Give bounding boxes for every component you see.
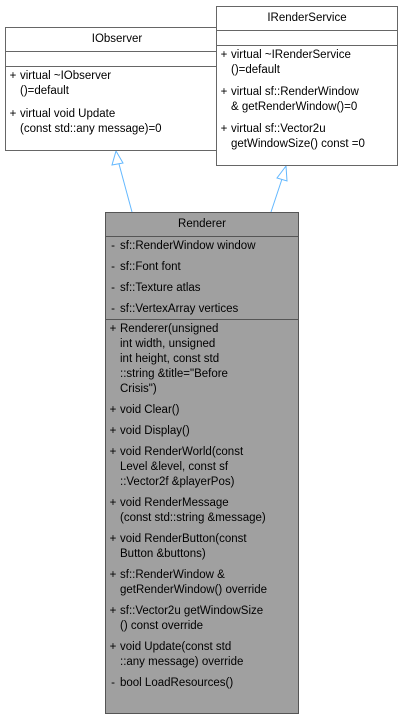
edge-renderer-to-iobserver bbox=[111, 149, 133, 213]
member-text: void Display() bbox=[120, 425, 190, 437]
methods-section: +Renderer(unsigned int width, unsigned i… bbox=[106, 320, 298, 691]
class-name: IRenderService bbox=[217, 7, 397, 31]
member-visibility: + bbox=[220, 123, 228, 135]
member-text: virtual ~IObserver ()=default bbox=[20, 70, 112, 97]
attributes-section bbox=[6, 52, 228, 67]
member-visibility: + bbox=[109, 323, 117, 335]
member-visibility: + bbox=[220, 86, 228, 98]
class-member: +virtual void Update (const std::any mes… bbox=[6, 107, 228, 137]
member-text: virtual sf::RenderWindow & getRenderWind… bbox=[231, 86, 359, 113]
member-text: sf::Texture atlas bbox=[120, 282, 201, 294]
member-visibility: - bbox=[111, 677, 115, 689]
member-visibility: - bbox=[111, 261, 115, 273]
member-text: virtual void Update (const std::any mess… bbox=[20, 108, 162, 135]
member-text: void RenderWorld(const Level &level, con… bbox=[120, 446, 244, 488]
class-member: -sf::RenderWindow window bbox=[106, 239, 298, 254]
class-box-iobserver[interactable]: IObserver +virtual ~IObserver ()=default… bbox=[5, 27, 229, 151]
class-member: +sf::RenderWindow & getRenderWindow() ov… bbox=[106, 568, 298, 598]
edge-renderer-to-irenderservice bbox=[270, 164, 288, 213]
member-text: virtual sf::Vector2u getWindowSize() con… bbox=[231, 123, 365, 150]
methods-section: +virtual ~IObserver ()=default+virtual v… bbox=[6, 67, 228, 137]
class-member: -sf::Font font bbox=[106, 260, 298, 275]
class-name: IObserver bbox=[6, 28, 228, 52]
member-visibility: + bbox=[109, 404, 117, 416]
member-text: void RenderMessage (const std::string &m… bbox=[120, 497, 266, 524]
class-member: +virtual sf::Vector2u getWindowSize() co… bbox=[217, 122, 397, 152]
member-visibility: + bbox=[109, 425, 117, 437]
class-member: -sf::Texture atlas bbox=[106, 281, 298, 296]
member-visibility: - bbox=[111, 240, 115, 252]
member-visibility: - bbox=[111, 282, 115, 294]
class-name: Renderer bbox=[106, 213, 298, 237]
class-box-irenderservice[interactable]: IRenderService +virtual ~IRenderService … bbox=[216, 6, 398, 166]
member-visibility: + bbox=[109, 497, 117, 509]
member-text: virtual ~IRenderService ()=default bbox=[231, 49, 351, 76]
class-member: +void Clear() bbox=[106, 403, 298, 418]
class-member: +Renderer(unsigned int width, unsigned i… bbox=[106, 322, 298, 397]
member-visibility: + bbox=[109, 641, 117, 653]
member-text: sf::RenderWindow & getRenderWindow() ove… bbox=[120, 569, 268, 596]
member-visibility: - bbox=[111, 303, 115, 315]
class-member: +sf::Vector2u getWindowSize () const ove… bbox=[106, 604, 298, 634]
class-member: -bool LoadResources() bbox=[106, 676, 298, 691]
member-visibility: + bbox=[109, 533, 117, 545]
member-text: void Update(const std ::any message) ove… bbox=[120, 641, 244, 668]
methods-section: +virtual ~IRenderService ()=default+virt… bbox=[217, 46, 397, 152]
member-text: void Clear() bbox=[120, 404, 180, 416]
class-member: +virtual sf::RenderWindow & getRenderWin… bbox=[217, 85, 397, 115]
member-visibility: + bbox=[109, 605, 117, 617]
class-box-renderer[interactable]: Renderer -sf::RenderWindow window-sf::Fo… bbox=[105, 212, 299, 714]
member-text: bool LoadResources() bbox=[120, 677, 234, 689]
member-visibility: + bbox=[109, 569, 117, 581]
member-text: sf::RenderWindow window bbox=[120, 240, 256, 252]
class-member: -sf::VertexArray vertices bbox=[106, 302, 298, 317]
class-member: +void Update(const std ::any message) ov… bbox=[106, 640, 298, 670]
class-member: +void RenderWorld(const Level &level, co… bbox=[106, 445, 298, 490]
member-text: void RenderButton(const Button &buttons) bbox=[120, 533, 247, 560]
member-visibility: + bbox=[109, 446, 117, 458]
member-text: sf::Font font bbox=[120, 261, 181, 273]
attributes-section: -sf::RenderWindow window-sf::Font font-s… bbox=[106, 237, 298, 320]
member-text: sf::Vector2u getWindowSize () const over… bbox=[120, 605, 264, 632]
class-member: +void RenderButton(const Button &buttons… bbox=[106, 532, 298, 562]
member-text: Renderer(unsigned int width, unsigned in… bbox=[120, 323, 228, 395]
member-visibility: + bbox=[9, 108, 17, 120]
attributes-section bbox=[217, 31, 397, 46]
member-visibility: + bbox=[220, 49, 228, 61]
member-visibility: + bbox=[9, 70, 17, 82]
class-member: +void Display() bbox=[106, 424, 298, 439]
class-member: +void RenderMessage (const std::string &… bbox=[106, 496, 298, 526]
member-text: sf::VertexArray vertices bbox=[120, 303, 239, 315]
class-member: +virtual ~IRenderService ()=default bbox=[217, 48, 397, 78]
class-member: +virtual ~IObserver ()=default bbox=[6, 69, 228, 99]
